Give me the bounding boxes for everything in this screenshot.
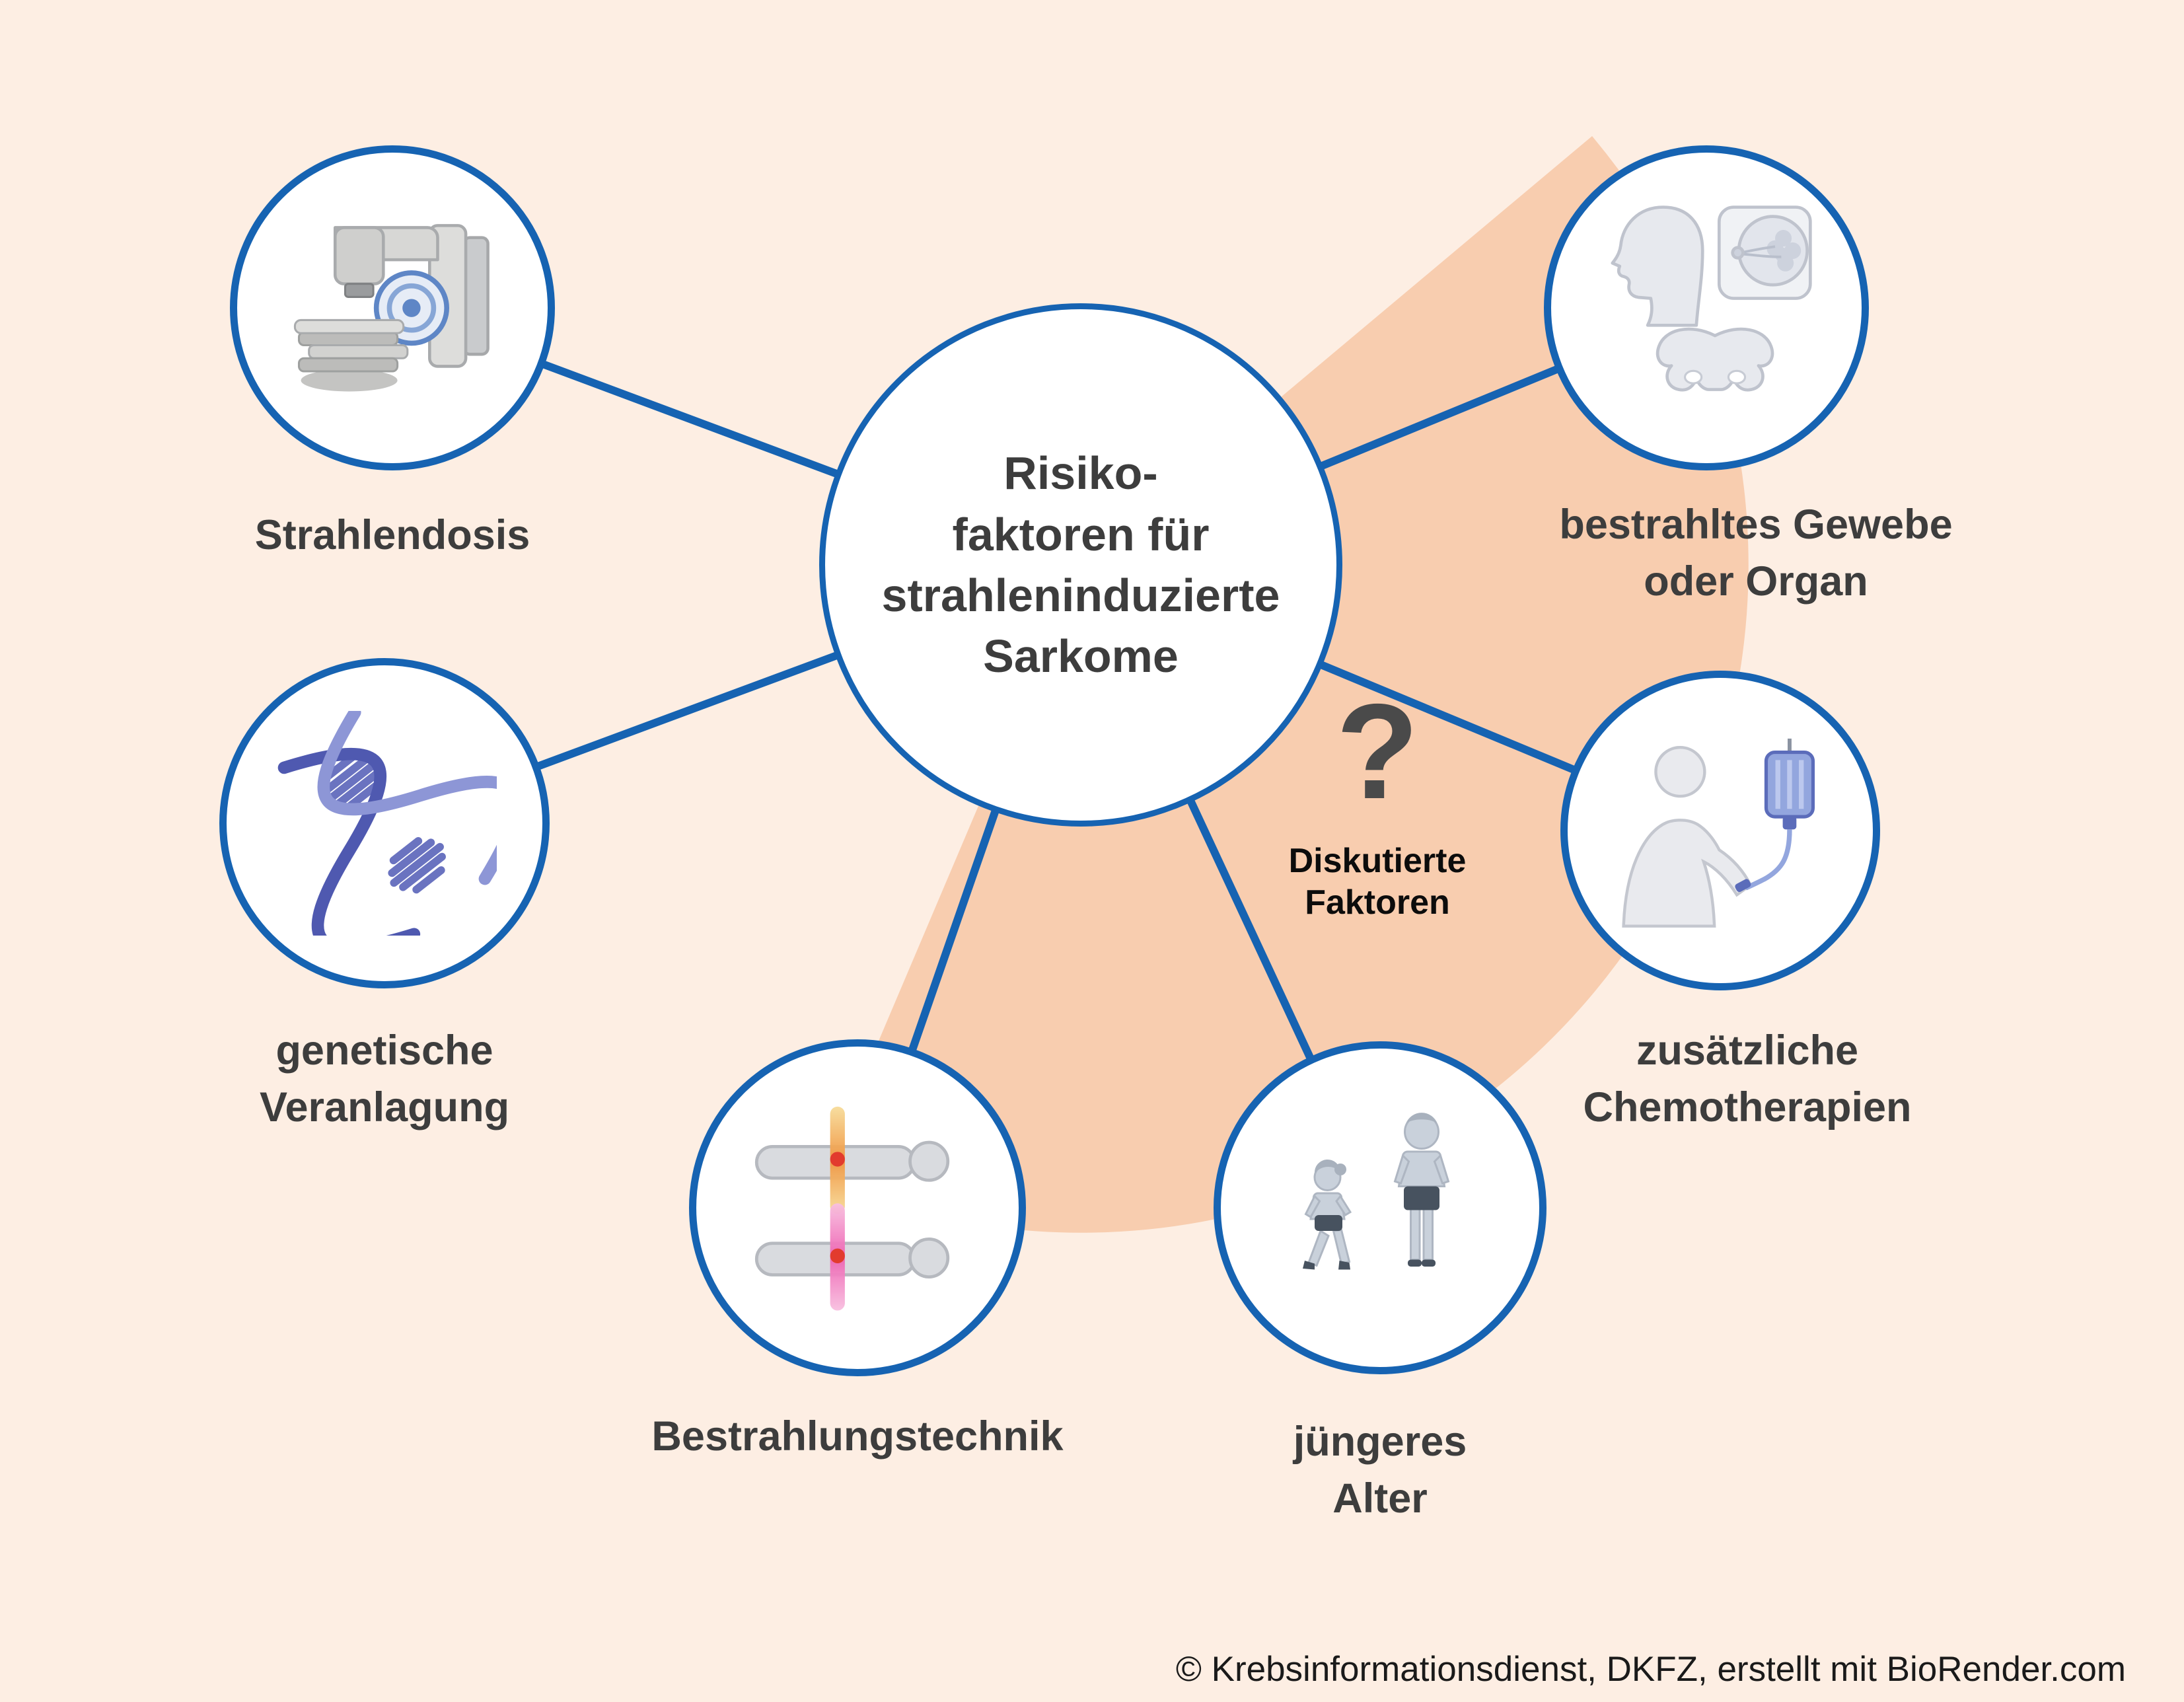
label-bestrahltes-gewebe: bestrahltes Gewebe oder Organ (1559, 501, 1953, 605)
node-bestrahlungstechnik (689, 1039, 1026, 1376)
label-zusaetzliche-chemotherapien: zusätzliche Chemotherapien (1583, 1027, 1912, 1130)
label-juengeres-alter: jüngeres Alter (1293, 1419, 1467, 1522)
children-icon (1303, 1112, 1450, 1269)
label-strahlendosis: Strahlendosis (254, 512, 530, 558)
label-bestrahlungstechnik: Bestrahlungstechnik (651, 1413, 1064, 1460)
node-zusaetzliche-chemotherapien (1560, 671, 1880, 990)
dna-helix-icon (277, 711, 497, 936)
chemo-infusion-icon (1622, 739, 1815, 928)
question-mark: ? (1336, 676, 1419, 827)
label-genetische-veranlagung: genetische Veranlagung (259, 1027, 510, 1130)
copyright-credit: © Krebsinformationsdienst, DKFZ, erstell… (1175, 1650, 2126, 1689)
diagram-title: Risiko- faktoren für strahleninduzierte … (881, 447, 1280, 683)
label-diskutierte-faktoren: Diskutierte Faktoren (1288, 842, 1467, 922)
center-node: Risiko- faktoren für strahleninduzierte … (819, 303, 1342, 827)
radiation-fields-icon (754, 1107, 950, 1311)
node-strahlendosis (230, 145, 555, 470)
node-genetische-veranlagung (219, 658, 550, 988)
node-juengeres-alter (1214, 1041, 1547, 1374)
linac-machine-icon (293, 223, 490, 392)
anatomy-regions-icon (1610, 205, 1812, 392)
node-bestrahltes-gewebe (1544, 145, 1869, 470)
